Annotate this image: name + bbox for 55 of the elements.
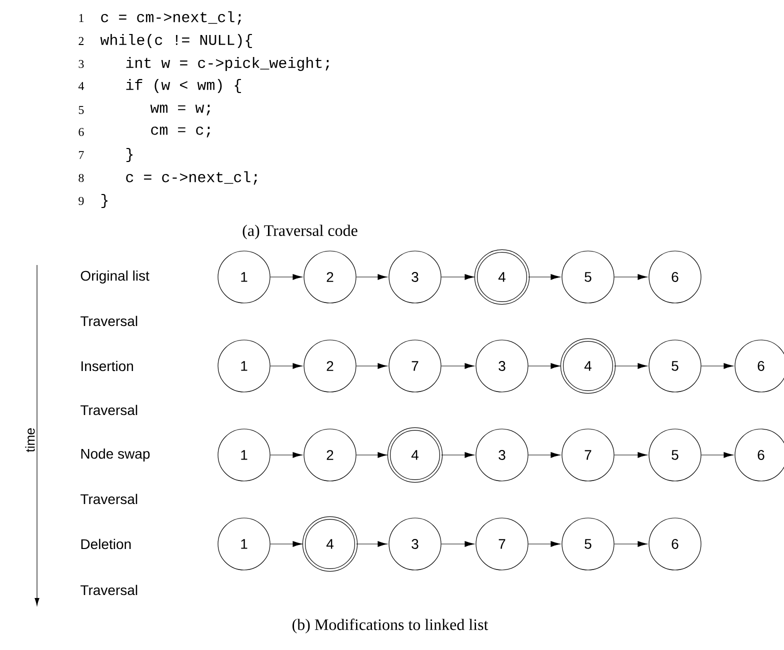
step-label: Insertion: [82, 360, 133, 372]
arrow: [441, 363, 474, 369]
step-label: Traversal: [80, 584, 138, 596]
line-number: 5: [78, 106, 84, 114]
arrow: [614, 274, 648, 280]
step-label: Traversal: [80, 316, 138, 326]
arrow: [270, 452, 302, 458]
step-label: Deletion: [81, 538, 131, 550]
arrow: [528, 452, 560, 458]
arrow: [614, 541, 648, 547]
arrow: [614, 363, 648, 369]
code-line: }: [126, 148, 133, 162]
arrow: [356, 363, 388, 369]
arrow: [356, 274, 388, 280]
double-circle-node: 4: [302, 516, 358, 572]
arrow: [528, 541, 560, 547]
line-number: 9: [78, 196, 84, 206]
step-label: Traversal: [80, 404, 138, 416]
code-line: if (w < wm) {: [126, 79, 241, 93]
arrow: [356, 541, 388, 547]
code-line: c = c->next_cl;: [126, 171, 257, 185]
code-line: wm = w;: [150, 104, 210, 116]
double-circle-node: 4: [474, 249, 530, 305]
arrow: [270, 363, 302, 369]
line-number: 3: [78, 60, 84, 68]
caption: (a) Traversal code: [242, 224, 358, 240]
double-circle-node: 4: [560, 338, 616, 394]
arrow: [528, 363, 560, 369]
line-number: 4: [78, 82, 84, 90]
arrow: [441, 541, 474, 547]
line-number: 6: [78, 128, 84, 136]
arrow: [441, 274, 474, 280]
arrow: [270, 274, 302, 280]
arrow: [701, 363, 734, 369]
step-label: Node swap: [81, 448, 150, 462]
caption: (b) Modifications to linked list: [292, 618, 488, 634]
code-line: c = cm->next_cl;: [101, 11, 241, 25]
code-line: cm = c;: [151, 126, 210, 138]
arrow: [270, 541, 302, 547]
axis-label: time: [25, 428, 35, 452]
line-number: 7: [79, 151, 84, 159]
line-number: 1: [79, 14, 84, 22]
step-label: Traversal: [80, 494, 138, 504]
double-circle-node: 4: [387, 427, 443, 483]
arrow: [356, 452, 388, 458]
line-number: 2: [78, 37, 84, 45]
arrow: [528, 274, 560, 280]
code-line: while(c != NULL){: [100, 34, 252, 48]
code-line: }: [101, 194, 108, 208]
step-label: Original list: [80, 270, 150, 284]
arrow: [701, 452, 734, 458]
arrow: [441, 452, 474, 458]
code-line: int w = c->pick_weight;: [126, 57, 329, 71]
arrow: [614, 452, 648, 458]
line-number: 8: [78, 174, 84, 182]
